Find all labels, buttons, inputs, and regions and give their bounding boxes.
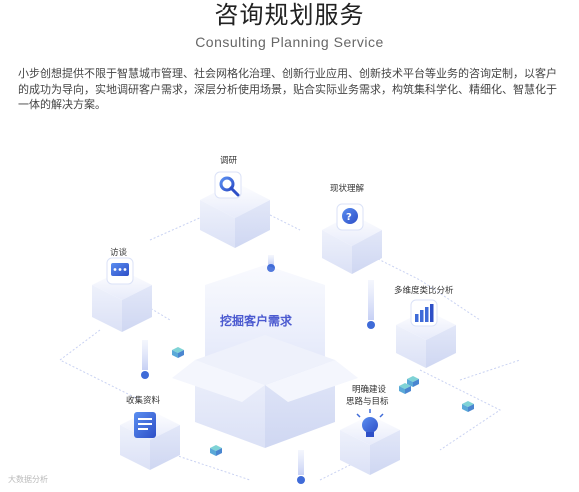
- page-subtitle: Consulting Planning Service: [195, 34, 384, 50]
- lightbulb-icon: [356, 409, 384, 437]
- consulting-process-illustration: 调研 ? 现状理解 访谈: [8, 156, 521, 484]
- question-bubble-icon: ?: [336, 203, 364, 231]
- small-cubes: [172, 347, 474, 456]
- label-goal-line2: 思路与目标: [346, 396, 389, 407]
- label-collect: 收集资料: [126, 395, 161, 406]
- node-research: 调研: [200, 156, 275, 272]
- svg-text:?: ?: [346, 212, 352, 223]
- magnifier-icon: [214, 171, 242, 199]
- page-title: 咨询规划服务: [214, 1, 365, 29]
- node-collect: 收集资料: [120, 395, 180, 470]
- node-understanding: ? 现状理解: [322, 183, 382, 329]
- center-label: 挖掘客户需求: [220, 313, 293, 328]
- label-goal-line1: 明确建设: [352, 384, 387, 395]
- node-analysis: 多维度类比分析: [394, 285, 456, 368]
- service-description: 小步创想提供不限于智慧城市管理、社会网格化治理、创新行业应用、创新技术平台等业务…: [18, 67, 557, 111]
- document-icon: [134, 412, 156, 438]
- node-goal: 明确建设 思路与目标: [340, 384, 400, 475]
- node-interview: 访谈: [92, 247, 152, 379]
- label-interview: 访谈: [110, 247, 128, 258]
- label-analysis: 多维度类比分析: [394, 285, 454, 296]
- watermark: 大数据分析: [8, 474, 48, 484]
- central-box: 挖掘客户需求: [172, 265, 358, 448]
- bar-chart-icon: [410, 299, 438, 327]
- chat-icon: [106, 257, 134, 285]
- label-research: 调研: [220, 156, 238, 166]
- label-understanding: 现状理解: [330, 183, 365, 194]
